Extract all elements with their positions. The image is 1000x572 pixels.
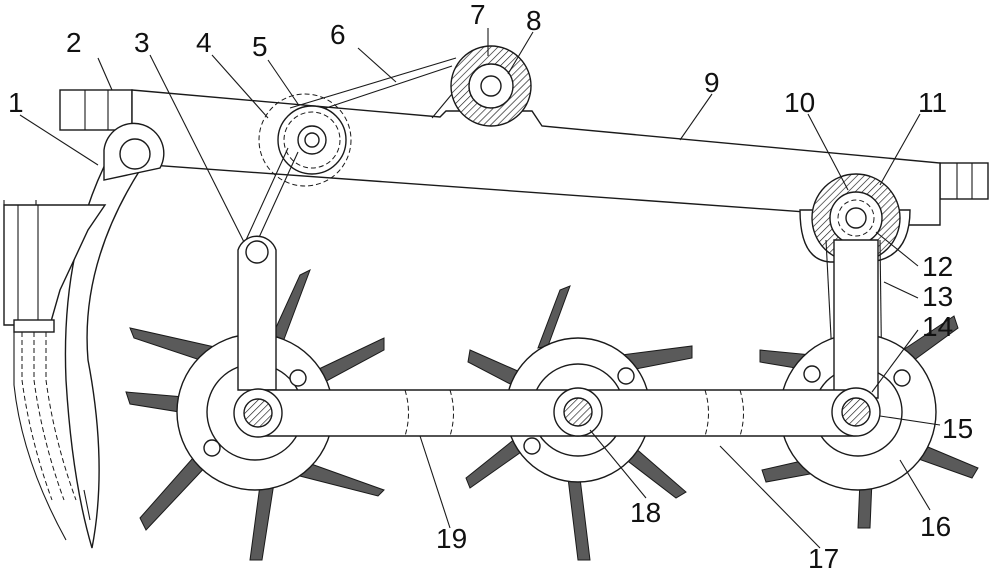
label-14: 14 — [922, 311, 953, 342]
hub-2 — [553, 387, 603, 437]
tensioner-pulley — [258, 93, 352, 187]
hub-1 — [233, 388, 283, 438]
label-6: 6 — [330, 19, 346, 50]
label-17: 17 — [808, 543, 839, 572]
label-2: 2 — [66, 27, 82, 58]
part-labels: 1 2 3 4 5 6 7 8 9 10 11 12 13 14 15 16 1… — [8, 0, 973, 572]
label-13: 13 — [922, 281, 953, 312]
drive-belt-lower — [245, 147, 299, 245]
left-end-block — [59, 89, 133, 131]
label-3: 3 — [134, 27, 150, 58]
seed-tube — [3, 200, 107, 541]
leader-lines — [19, 28, 941, 549]
label-11: 11 — [918, 87, 947, 118]
hub-3 — [831, 387, 881, 437]
label-7: 7 — [470, 0, 486, 30]
plough-shank — [64, 138, 141, 549]
right-end-block — [939, 162, 989, 200]
label-12: 12 — [922, 251, 953, 282]
label-9: 9 — [704, 67, 720, 98]
label-1: 1 — [8, 87, 24, 118]
rocker-arm — [237, 235, 277, 391]
label-5: 5 — [252, 31, 268, 62]
label-15: 15 — [942, 413, 973, 444]
label-8: 8 — [526, 5, 542, 36]
label-10: 10 — [784, 87, 815, 118]
label-16: 16 — [920, 511, 951, 542]
rear-arm-link — [833, 239, 879, 399]
upper-pulley — [450, 45, 532, 127]
label-4: 4 — [196, 27, 212, 58]
label-19: 19 — [436, 523, 467, 554]
label-18: 18 — [630, 497, 661, 528]
hinge-boss — [103, 122, 165, 181]
